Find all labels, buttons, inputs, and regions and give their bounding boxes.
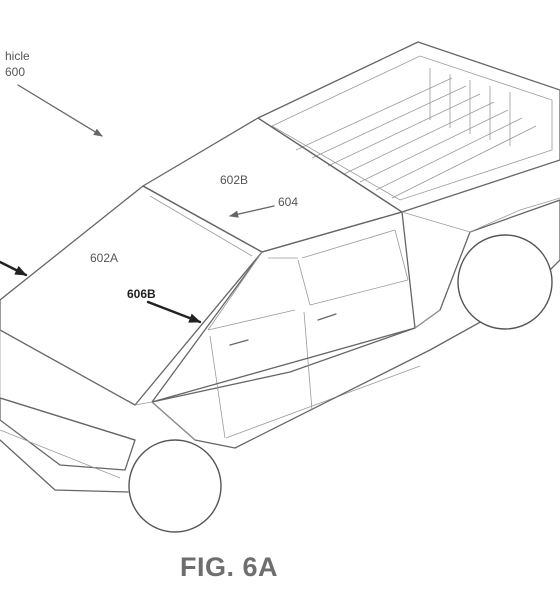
vehicle-label-line2: 600 [5,65,25,79]
vehicle-arrow [17,84,103,137]
lower-body [151,197,560,449]
roof-panel-602b [142,117,403,253]
left-edge-arrow [0,260,28,277]
ref-606b-arrow [146,300,202,324]
front-fascia [0,330,196,493]
vehicle-label-line1: hicle [5,49,30,63]
panel-602b-label: 602B [220,173,248,187]
ref-604-arrow [229,205,275,218]
rear-wheel [457,234,553,330]
front-wheel [128,439,222,533]
ref-606b-label: 606B [127,287,156,301]
ref-604-label: 604 [278,195,298,209]
panel-602a-label: 602A [90,251,118,265]
cab-side [151,211,421,439]
bed-floor-ribs [295,68,537,199]
truck-bed [257,41,560,213]
figure-caption: FIG. 6A [180,552,278,582]
windshield-panel-602a [0,185,263,406]
